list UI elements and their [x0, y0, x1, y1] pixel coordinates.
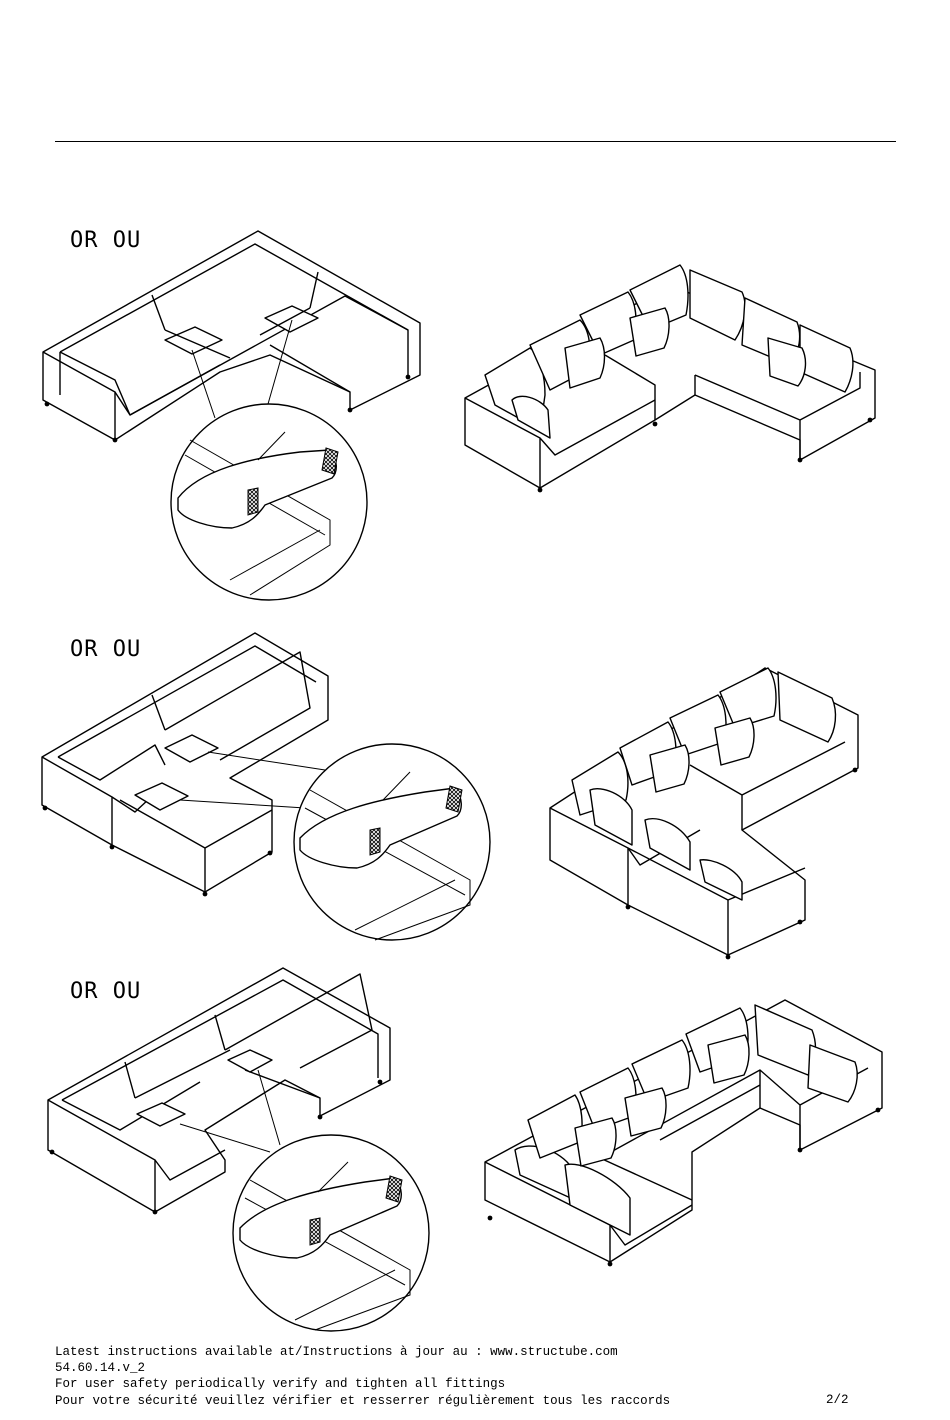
footer: Latest instructions available at/Instruc…	[55, 1344, 670, 1409]
sofa-frame-diagram-1	[43, 231, 420, 442]
instructions-url-line: Latest instructions available at/Instruc…	[55, 1344, 670, 1360]
sofa-frame-diagram-2	[42, 633, 328, 896]
assembled-sofa-3	[485, 1000, 882, 1266]
assembled-sofa-2	[550, 668, 858, 959]
connector-detail-magnifier-2	[294, 744, 490, 940]
model-code-line: 54.60.14.v_2	[55, 1360, 670, 1376]
safety-note-fr: Pour votre sécurité veuillez vérifier et…	[55, 1393, 670, 1409]
assembled-sofa-1	[465, 265, 875, 492]
connector-detail-magnifier-1	[171, 404, 367, 600]
safety-note-en: For user safety periodically verify and …	[55, 1376, 670, 1392]
page-number: 2/2	[826, 1393, 849, 1407]
connector-detail-magnifier-3	[233, 1135, 429, 1331]
